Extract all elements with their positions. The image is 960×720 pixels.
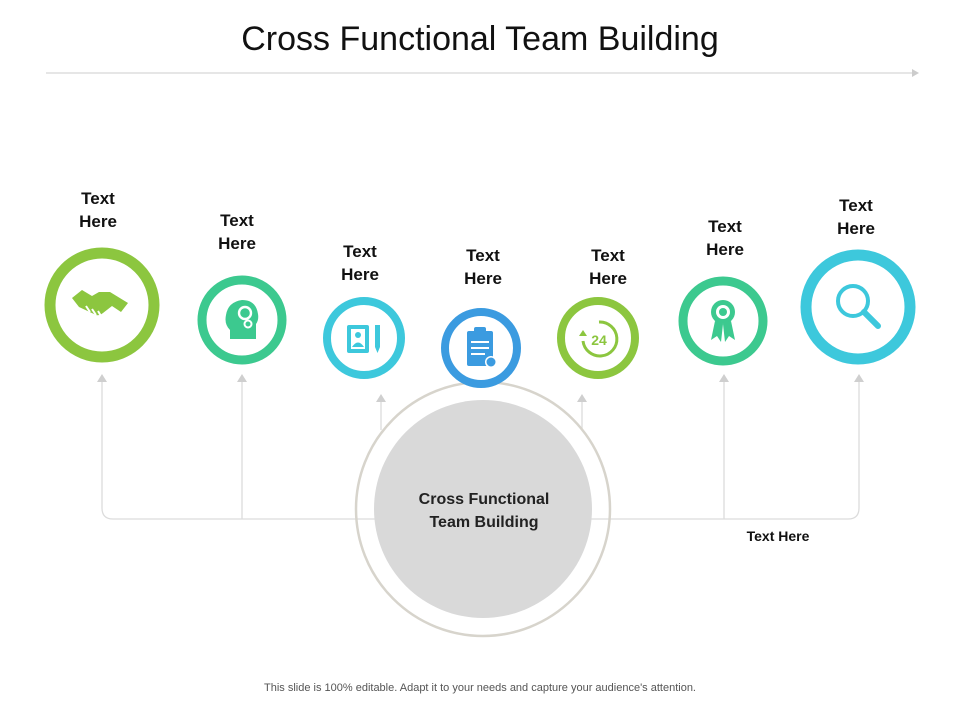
node-2-label-line1: Text bbox=[220, 211, 254, 230]
arrowhead-node-7 bbox=[854, 374, 864, 382]
node-7-ring bbox=[800, 249, 916, 365]
head-gears-icon bbox=[225, 300, 259, 339]
24-hours-badge: 24 bbox=[591, 332, 607, 348]
24-hours-icon: 24 bbox=[579, 320, 619, 358]
node-1 bbox=[44, 247, 160, 363]
node-6-label-line2: Here bbox=[706, 240, 744, 259]
arrowhead-node-5 bbox=[577, 394, 587, 402]
node-4-label-line2: Here bbox=[464, 269, 502, 288]
connector-lines bbox=[101, 380, 860, 520]
node-4-label-line1: Text bbox=[466, 246, 500, 265]
node-5-label-line1: Text bbox=[591, 246, 625, 265]
node-7-label-line1: Text bbox=[839, 196, 873, 215]
arrowhead-node-3 bbox=[376, 394, 386, 402]
node-5-ring bbox=[557, 297, 639, 379]
node-1-label-line2: Here bbox=[79, 212, 117, 231]
magnifier-icon bbox=[836, 284, 881, 329]
center-label-line1: Cross Functional bbox=[418, 491, 550, 508]
handshake-icon bbox=[72, 290, 128, 317]
node-7-label-line2: Here bbox=[837, 219, 875, 238]
node-6-label: Text Here bbox=[670, 215, 780, 261]
node-3 bbox=[323, 297, 405, 379]
node-7-label: Text Here bbox=[801, 194, 911, 240]
arrowhead-node-6 bbox=[719, 374, 729, 382]
node-3-label-line2: Here bbox=[341, 265, 379, 284]
notebook-pencil-icon bbox=[347, 325, 380, 353]
node-2 bbox=[197, 275, 287, 365]
divider-arrowhead bbox=[912, 69, 919, 77]
center-label-line2: Team Building bbox=[429, 514, 539, 531]
node-4-label: Text Here bbox=[428, 244, 538, 290]
node-5-label-line2: Here bbox=[589, 269, 627, 288]
node-1-label-line1: Text bbox=[81, 189, 115, 208]
connector-node-1 bbox=[101, 380, 378, 520]
side-text-label: Text Here bbox=[746, 528, 810, 544]
center-circle bbox=[374, 400, 592, 618]
node-3-label: Text Here bbox=[305, 240, 415, 286]
center-label: Cross Functional Team Building bbox=[384, 488, 584, 534]
node-5-label: Text Here bbox=[553, 244, 663, 290]
node-5: 24 bbox=[557, 297, 639, 379]
connector-node-7 bbox=[588, 380, 860, 520]
footer-note: This slide is 100% editable. Adapt it to… bbox=[264, 682, 696, 694]
page-title: Cross Functional Team Building bbox=[241, 20, 719, 58]
node-2-label-line2: Here bbox=[218, 234, 256, 253]
node-3-label-line1: Text bbox=[343, 242, 377, 261]
node-2-label: Text Here bbox=[182, 209, 292, 255]
node-6 bbox=[678, 276, 768, 366]
clipboard-check-icon bbox=[467, 327, 497, 368]
node-7 bbox=[800, 249, 916, 365]
award-ribbon-icon bbox=[711, 300, 735, 342]
arrowhead-node-1 bbox=[97, 374, 107, 382]
node-6-label-line1: Text bbox=[708, 217, 742, 236]
connector-arrowheads bbox=[97, 374, 864, 402]
node-1-label: Text Here bbox=[43, 187, 153, 233]
arrowhead-node-2 bbox=[237, 374, 247, 382]
node-4 bbox=[441, 308, 521, 388]
